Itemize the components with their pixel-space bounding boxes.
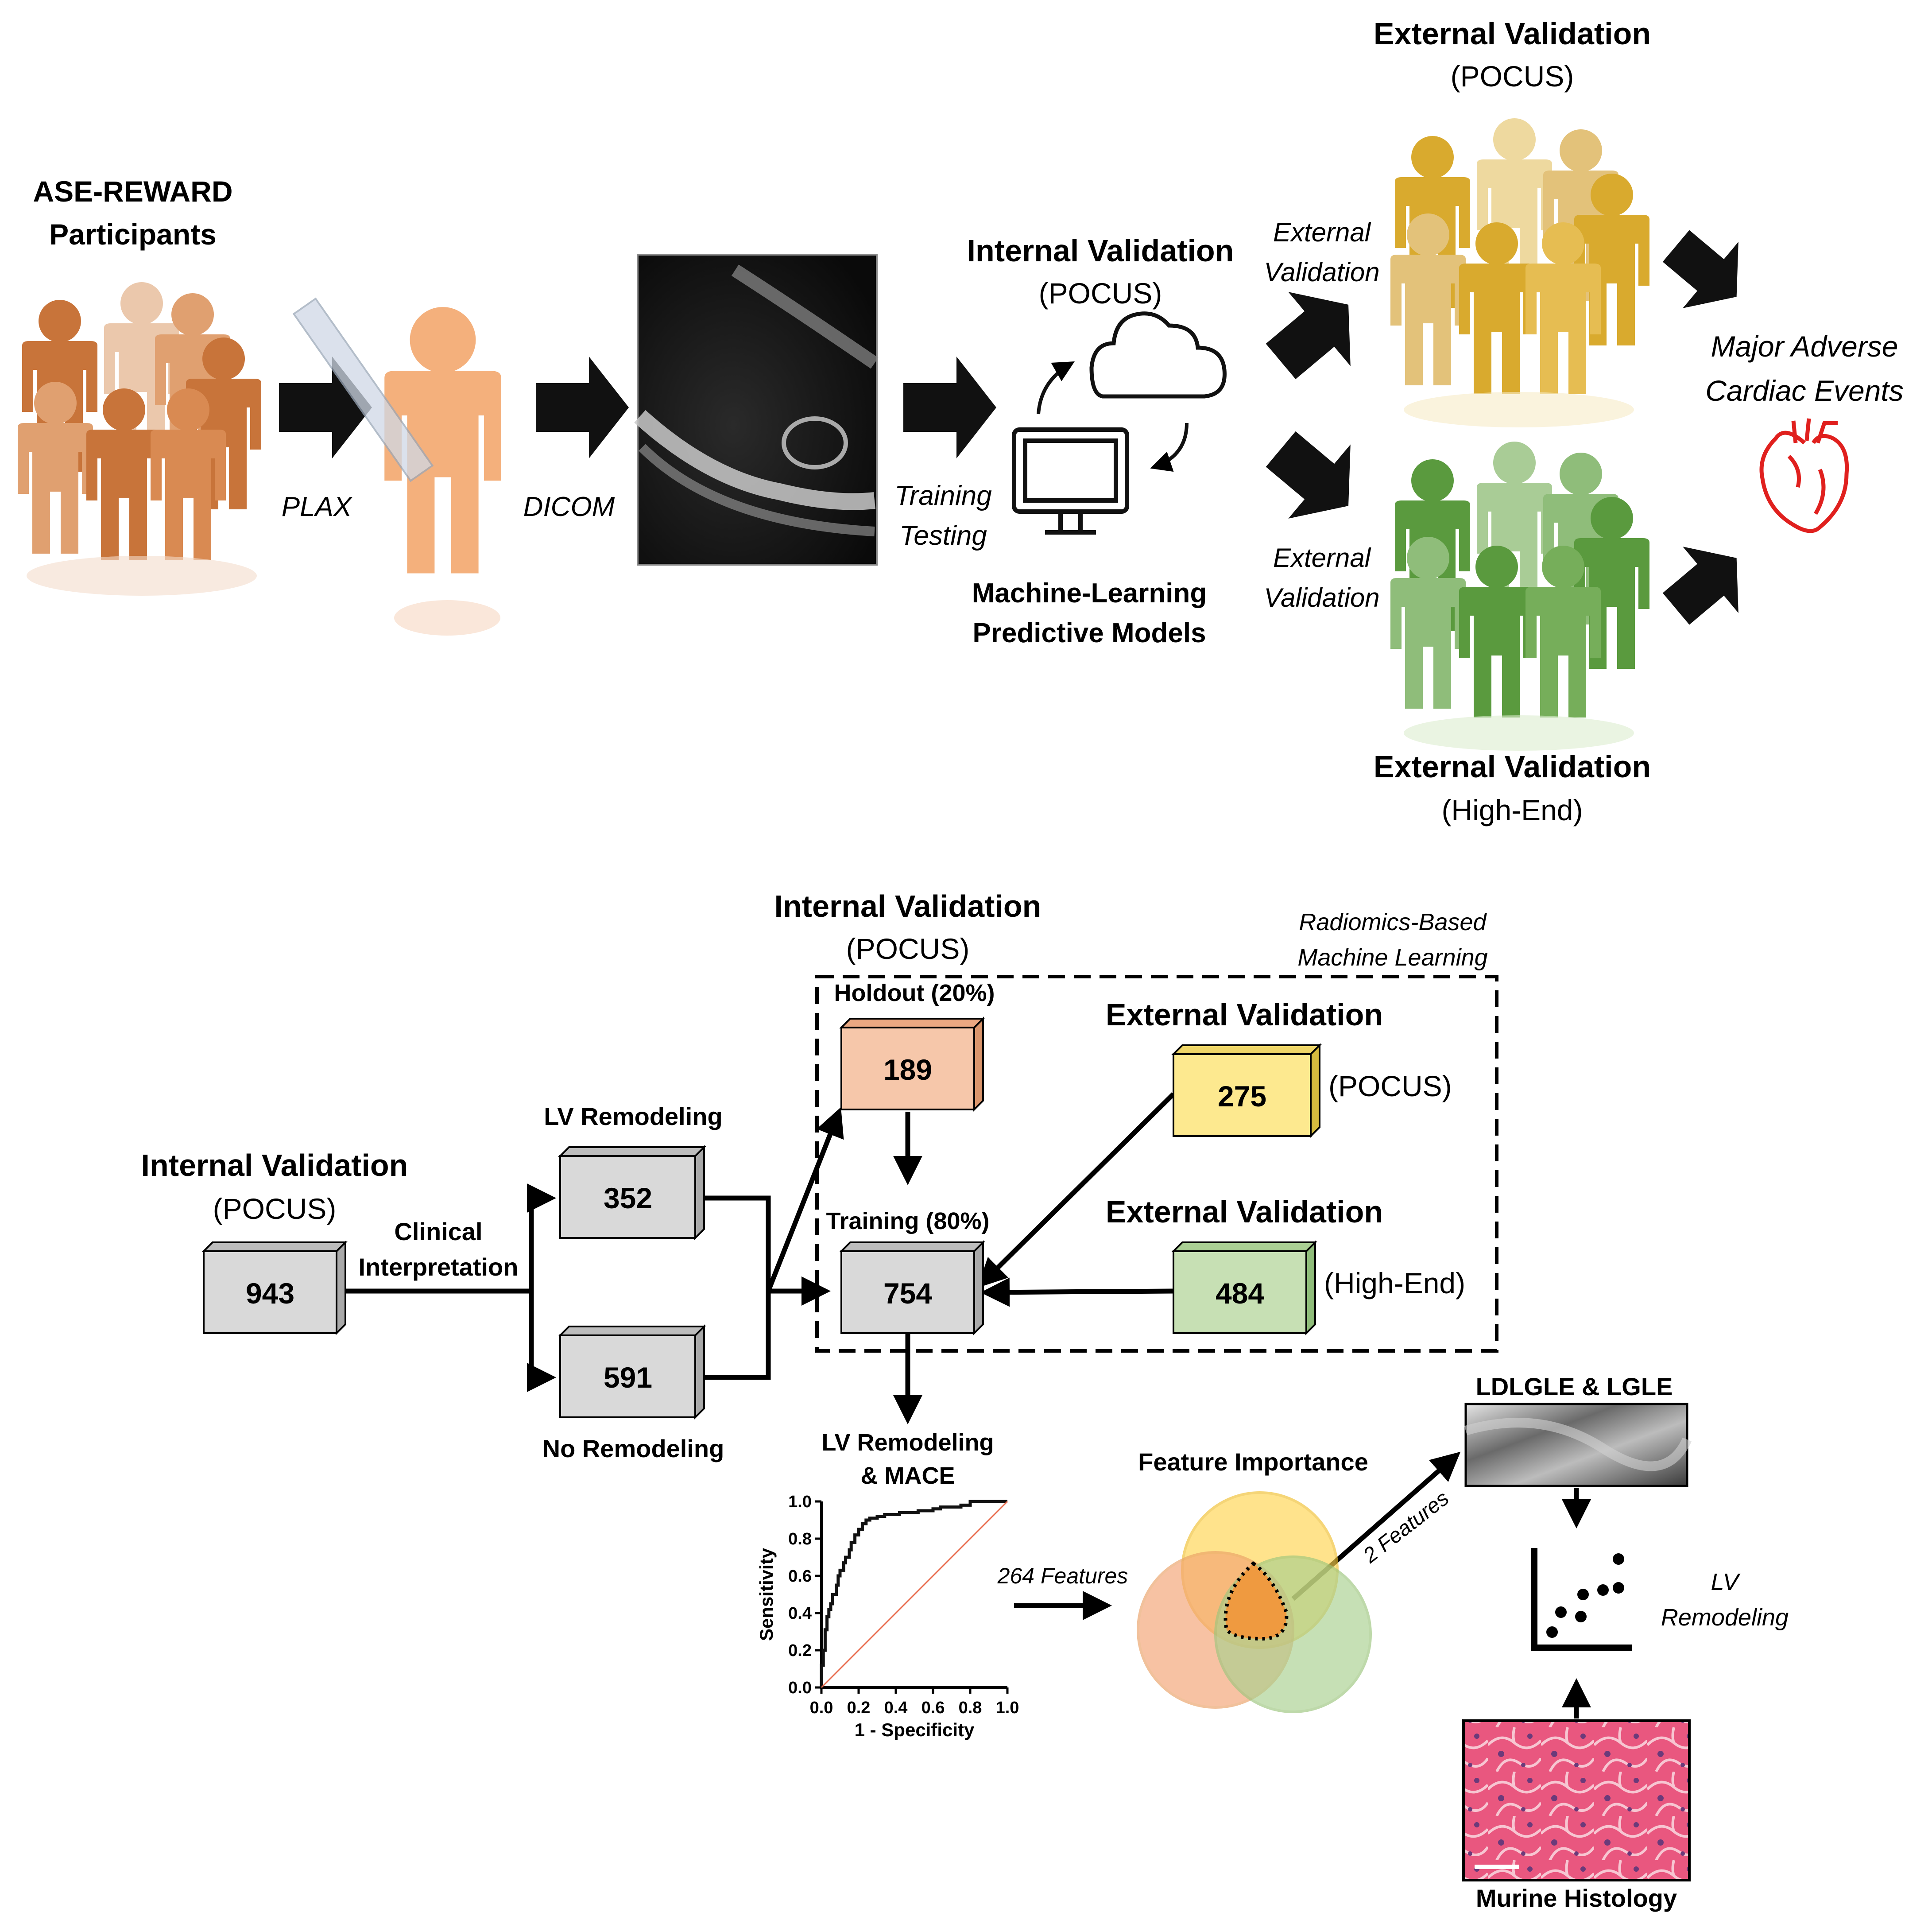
roc-ytick-label: 0.4 [788,1604,812,1623]
b-ext-high-title: External Validation [1106,1195,1383,1229]
participants-title: ASE-REWARD [33,175,232,208]
ext-arrow-label-1b: Validation [1264,257,1379,287]
features-264-label: 264 Features [997,1563,1128,1588]
arrow-external-up [1250,268,1380,399]
ext-pocus-title: External Validation [1374,16,1651,51]
holdout-label: Holdout (20%) [834,980,995,1006]
clinical-label: Clinical [394,1218,482,1245]
external-high-end-crowd [1390,442,1649,751]
svg-text:943: 943 [246,1277,294,1310]
internal-validation-title: Internal Validation [967,233,1234,268]
box-275: 275 [1171,1043,1322,1138]
box-943: 943 [201,1240,348,1335]
radiomics-label: Radiomics-Based [1299,909,1487,935]
feature-venn [1137,1491,1372,1713]
texture-map [1464,1403,1692,1487]
high-end-label: (High-End) [1324,1267,1465,1299]
scatter-plot-icon [1531,1548,1632,1651]
plax-label: PLAX [282,492,353,522]
patient-figure [292,297,501,636]
radiomics-label-2: Machine Learning [1297,944,1487,971]
feature-importance-label: Feature Importance [1138,1448,1368,1476]
training-split-label: Training (80%) [826,1208,989,1234]
arrow-external-down [1250,412,1380,543]
box-189: 189 [839,1016,985,1112]
ml-models-label: Machine-Learning [972,578,1207,609]
roc-xtick-label: 0.4 [884,1699,908,1717]
arrow-training [903,357,996,458]
svg-text:484: 484 [1216,1277,1264,1310]
svg-text:352: 352 [604,1182,652,1214]
ext-pocus-sub: (POCUS) [1451,60,1574,93]
participants-crowd [18,282,261,596]
no-remodeling-label: No Remodeling [542,1435,724,1462]
box-754: 754 [839,1240,985,1335]
roc-xtick-label: 0.6 [921,1699,945,1717]
svg-text:591: 591 [604,1361,652,1394]
arrow-mace-upper [1648,213,1765,330]
b-internal-sub: (POCUS) [213,1192,337,1225]
roc-ylabel: Sensitivity [756,1548,777,1641]
training-label: Training [894,481,991,511]
roc-xtick-label: 0.0 [810,1699,833,1717]
computer-icon [1012,427,1129,535]
roc-xlabel: 1 - Specificity [855,1719,975,1740]
ext-arrow-label-1: External [1273,217,1371,247]
mace-label-2: Cardiac Events [1705,374,1904,407]
lv-mace-label-2: & MACE [861,1462,955,1489]
ml-models-label-2: Predictive Models [972,618,1206,648]
clinical-label-2: Interpretation [359,1253,519,1281]
external-pocus-crowd [1390,118,1649,427]
roc-chart: 0.0 0.2 0.4 0.6 0.8 1.0 0.0 0.2 0.4 0.6 0.8 1.0 1 -… [756,1493,1019,1740]
b-internal-title: Internal Validation [141,1148,408,1183]
roc-xtick-label: 1.0 [996,1699,1019,1717]
roc-xtick-label: 0.2 [847,1699,871,1717]
lv-remodeling-scatter-label: LV [1711,1569,1741,1595]
svg-text:189: 189 [883,1053,932,1086]
roc-ytick-label: 0.8 [788,1530,812,1548]
roc-lines [820,1500,1008,1688]
roc-xtick-label: 0.8 [959,1699,982,1717]
arrow-dicom [536,357,629,458]
echo-image [634,254,879,566]
internal-validation-sub: (POCUS) [1039,277,1162,310]
box-484: 484 [1171,1240,1317,1335]
murine-histology-label: Murine Histology [1476,1884,1677,1912]
box-352: 352 [558,1145,706,1240]
sync-arrows-icon [1037,361,1189,472]
roc-ytick-label: 1.0 [788,1493,812,1511]
b-ext-pocus-title: External Validation [1106,997,1383,1032]
roc-ytick-label: 0.0 [788,1679,812,1697]
ext-high-title: External Validation [1374,749,1651,784]
roc-ytick-label: 0.6 [788,1567,812,1586]
ext-arrow-label-2b: Validation [1264,583,1379,613]
ldlgle-label: LDLGLE & LGLE [1476,1373,1673,1400]
histology-image [1462,1719,1691,1881]
mace-label: Major Adverse [1711,330,1898,363]
flow-connectors [337,1092,1591,1718]
heart-icon [1759,418,1849,533]
lv-mace-label: LV Remodeling [821,1429,994,1456]
lv-remodeling-label: LV Remodeling [544,1102,722,1130]
roc-reference-line [821,1501,1008,1688]
ext-arrow-label-2: External [1273,543,1371,573]
roc-ticks: 0.0 0.2 0.4 0.6 0.8 1.0 0.0 0.2 0.4 0.6 0.8 1.0 [788,1493,1019,1717]
pocus-label: (POCUS) [1328,1070,1452,1102]
svg-text:754: 754 [883,1277,932,1310]
radiomics-dashed-box [815,975,1498,1353]
dicom-label: DICOM [523,492,615,522]
testing-label: Testing [899,520,987,551]
b-internal-sub-2: (POCUS) [846,932,970,965]
participants-title-2: Participants [49,218,217,251]
b-internal-title-2: Internal Validation [774,889,1041,923]
arrow-mace-lower [1648,525,1765,642]
roc-ytick-label: 0.2 [788,1641,812,1660]
ext-high-sub: (High-End) [1441,794,1583,826]
cloud-icon [1089,311,1227,399]
box-591: 591 [558,1324,706,1420]
lv-remodeling-scatter-label-2: Remodeling [1661,1604,1789,1631]
roc-curve [820,1500,1007,1687]
svg-text:275: 275 [1218,1080,1266,1113]
